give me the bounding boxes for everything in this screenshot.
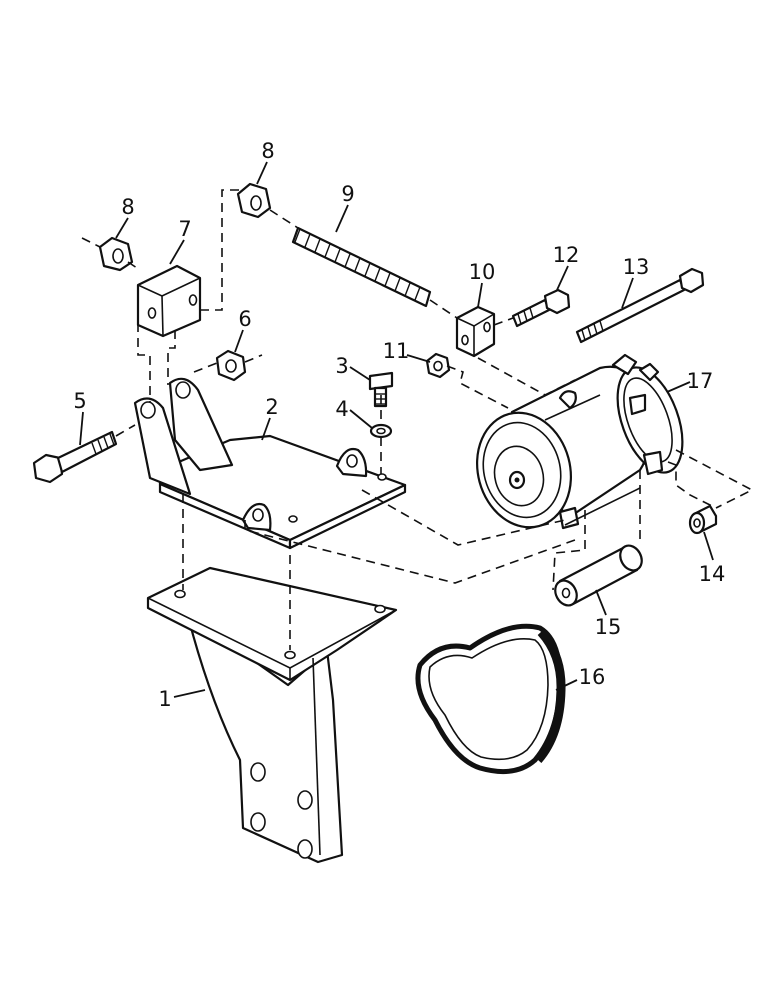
part-long-bolt-13 [575,267,705,344]
part-spacer-tube [554,544,643,607]
part-bushing [688,504,718,535]
part-support-bracket [146,566,398,864]
callout-14: 14 [699,562,726,586]
callout-2: 2 [265,395,278,419]
callout-7: 7 [178,217,191,241]
part-drive-belt [415,623,566,775]
rod-thread-lines [294,228,421,301]
part-washer [369,423,393,439]
callout-12: 12 [553,243,580,267]
callout-3: 3 [335,354,348,378]
part-adjuster-block [455,305,496,358]
callout-6: 6 [238,307,251,331]
leader-lines [79,161,714,698]
part-mounting-plate [133,377,407,550]
callout-5: 5 [73,389,86,413]
callout-8b: 8 [261,139,274,163]
callout-9: 9 [341,182,354,206]
callout-13: 13 [623,255,650,279]
callout-labels: 1 2 3 4 5 6 7 8 8 9 10 11 12 13 14 15 16… [73,139,725,711]
part-tension-block [136,264,202,338]
part-nut-11 [425,352,451,379]
callout-16: 16 [579,665,606,689]
assembly-lines [81,189,754,650]
part-nut-6 [215,349,247,382]
callout-8a: 8 [121,195,134,219]
callout-15: 15 [595,615,622,639]
callout-11: 11 [383,339,410,363]
callout-4: 4 [335,397,348,421]
part-bolt-12 [511,288,571,328]
callout-10: 10 [469,260,496,284]
part-nut-8b [236,182,272,219]
callout-17: 17 [687,369,714,393]
part-nut-8a [98,236,134,272]
callout-1: 1 [158,687,171,711]
part-threaded-rod [291,226,432,308]
part-pivot-bolt [32,430,118,484]
part-compressor [476,353,684,530]
